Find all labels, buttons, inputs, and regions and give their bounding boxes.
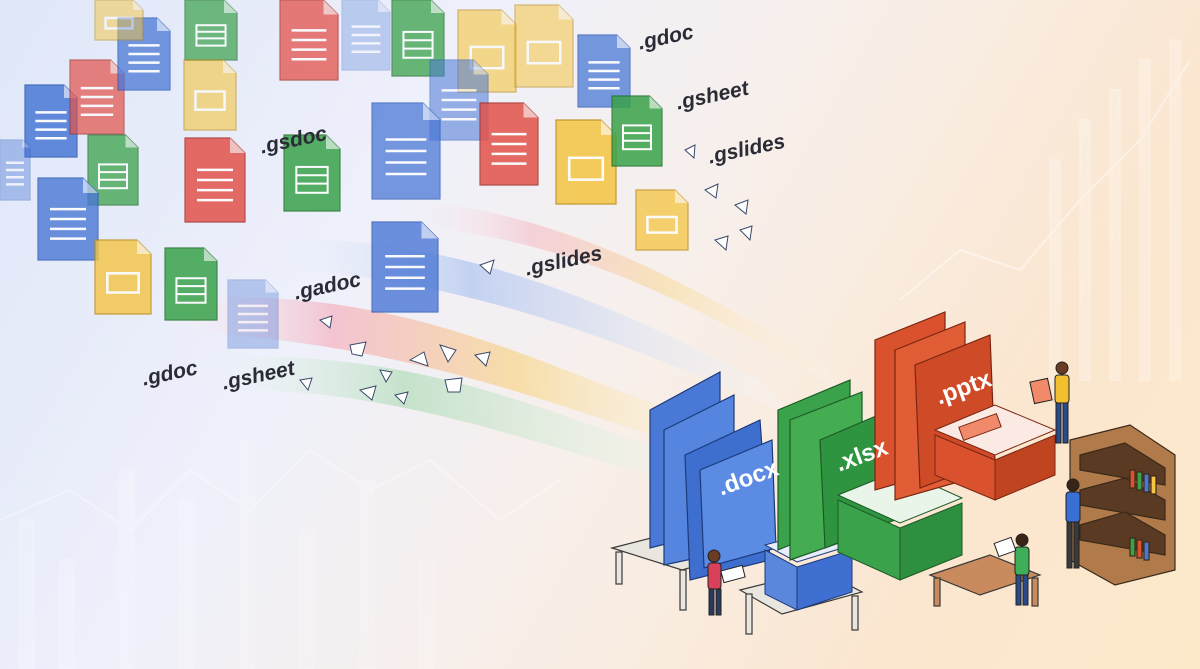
slides-icon [94, 0, 144, 41]
document-icon [577, 34, 631, 108]
document-icon [479, 102, 539, 186]
background-chart-left [0, 439, 561, 669]
document-icon [279, 0, 339, 81]
document-icon [69, 59, 125, 135]
data-flow-streams [150, 200, 840, 500]
slides-icon [94, 239, 152, 315]
document-icon [371, 221, 439, 313]
document-icon [184, 137, 246, 223]
pptx-paper-stack [933, 404, 1057, 501]
slides-icon [635, 189, 689, 251]
spreadsheet-icon [184, 0, 238, 61]
document-icon [371, 102, 441, 200]
document-icon [37, 177, 99, 261]
shattered-fragments [299, 144, 753, 405]
person-left [707, 549, 746, 616]
spreadsheet-icon [164, 247, 218, 321]
spreadsheet-icon [391, 0, 445, 77]
person-center [993, 533, 1030, 606]
spreadsheet-icon [283, 134, 341, 212]
spreadsheet-icon [87, 134, 139, 206]
spreadsheet-icon [611, 95, 663, 167]
floating-cloud-files [0, 0, 689, 349]
right-table [928, 554, 1042, 607]
slides-icon [514, 4, 574, 88]
document-icon [429, 59, 489, 141]
bookshelf [1069, 424, 1176, 586]
document-icon [341, 0, 391, 71]
docx-binders [649, 370, 777, 581]
slides-icon [555, 119, 617, 205]
document-icon [227, 279, 279, 349]
document-icon [0, 139, 31, 201]
person-top [1029, 361, 1070, 444]
background-chart-right [899, 39, 1191, 381]
document-icon [24, 84, 78, 158]
person-shelf [1065, 478, 1081, 569]
office-files-scene [609, 311, 1176, 635]
slides-icon [183, 59, 237, 131]
